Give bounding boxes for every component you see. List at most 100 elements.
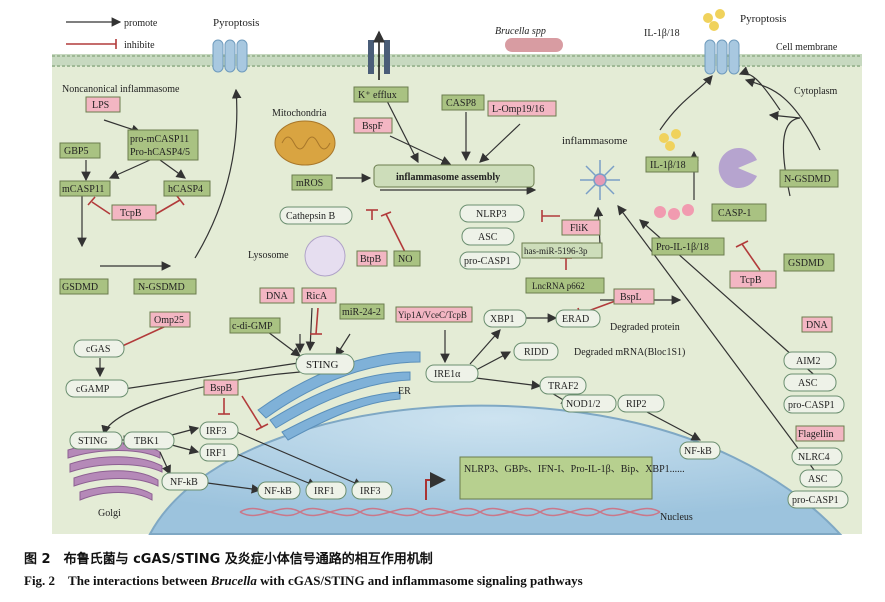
er-label: ER (398, 386, 411, 397)
rica-label: RicA (306, 291, 328, 302)
ngsdmd-right: N-GSDMD (784, 174, 831, 185)
tbk1-label: TBK1 (134, 436, 159, 447)
cathepsin-label: Cathepsin B (286, 211, 335, 222)
nod-label: NOD1/2 (566, 399, 600, 410)
irf1-nucleus: IRF1 (314, 486, 335, 497)
no-label: NO (398, 254, 412, 265)
lysosome-icon (304, 235, 346, 277)
nfkb-golgi: NF-kB (170, 477, 198, 488)
k-efflux-label: K⁺ efflux (358, 90, 397, 101)
casp1-icon (718, 148, 757, 188)
mitochondria-icon (274, 120, 336, 166)
sting-er-label: STING (306, 359, 338, 371)
gsdmd-left: GSDMD (62, 282, 98, 293)
inflammasome-icon (580, 160, 620, 200)
tcpb-left: TcpB (120, 208, 142, 219)
casp8-label: CASP8 (446, 98, 476, 109)
cell-membrane-label: Cell membrane (776, 42, 838, 53)
gbp5-label: GBP5 (64, 146, 88, 157)
nucleus-label: Nucleus (660, 512, 693, 523)
nfkb-er: NF-kB (684, 446, 712, 457)
bspb-label: BspB (210, 383, 233, 394)
pyroptosis-left: Pyroptosis (213, 17, 259, 29)
legend-inhibite: inhibite (124, 40, 155, 51)
lysosome-label: Lysosome (248, 250, 289, 261)
nucleus-genes: NLRP3、GBPs、IFN-I、Pro-IL-1β、Bip、XBP1.....… (464, 464, 685, 475)
yip-label: Yip1A/VceC/TcpB (398, 310, 467, 320)
golgi-structure (67, 442, 163, 501)
xbp1-label: XBP1 (490, 314, 514, 325)
nlrp3-label: NLRP3 (476, 209, 507, 220)
traf2-label: TRAF2 (548, 381, 579, 392)
lps-label: LPS (92, 100, 109, 111)
pathway-diagram: promote inhibite Pyroptosis Pyroptosis B… (52, 9, 862, 535)
cdigmp-label: c-di-GMP (232, 321, 273, 332)
assembly-label: inflammasome assembly (396, 172, 500, 183)
pyroptosis-right: Pyroptosis (740, 13, 786, 25)
mir24-label: miR-24-2 (342, 307, 381, 318)
dna-helix (239, 507, 661, 517)
mros-label: mROS (296, 178, 323, 189)
pro-casp-line1: pro-mCASP11 (130, 134, 189, 145)
il1b18-right: IL-1β/18 (650, 160, 686, 171)
gsdmd-right: GSDMD (788, 258, 824, 269)
bspf-label: BspF (362, 121, 384, 132)
caption-zh: 图 2 布鲁氏菌与 cGAS/STING 及炎症小体信号通路的相互作用机制 (24, 552, 433, 567)
inflammasome-label: inflammasome (562, 135, 627, 147)
cgamp-label: cGAMP (76, 384, 110, 395)
irf3-nucleus: IRF3 (360, 486, 381, 497)
mitochondria-label: Mitochondria (272, 108, 327, 119)
procasp1-label: pro-CASP1 (464, 256, 511, 267)
brucella-label: Brucella spp (495, 26, 546, 37)
nlrc4-label: NLRC4 (798, 452, 830, 463)
irf3-a: IRF3 (206, 426, 227, 437)
ridd-label: RIDD (524, 347, 548, 358)
lomp-label: L-Omp19/16 (492, 104, 544, 115)
rip2-label: RIP2 (626, 399, 647, 410)
pro-il-label: Pro-IL-1β/18 (656, 242, 709, 253)
casp1-label: CASP-1 (718, 208, 751, 219)
er-structure (257, 351, 421, 441)
degraded-protein: Degraded protein (610, 322, 680, 333)
oval-nodes (65, 204, 849, 509)
dna-right: DNA (806, 320, 828, 331)
boxes (59, 86, 845, 500)
bspl-label: BspL (620, 292, 642, 303)
ngsdmd-left: N-GSDMD (138, 282, 185, 293)
procasp1-right-2: pro-CASP1 (792, 495, 839, 506)
nfkb-nucleus: NF-kB (264, 486, 292, 497)
brucella-icon (505, 38, 563, 52)
gsdmd-pore-right (704, 39, 740, 75)
noncanonical-title: Noncanonical inflammasome (62, 84, 180, 95)
caption-en: Fig. 2 The interactions between Brucella… (24, 573, 583, 588)
btpb-label: BtpB (360, 254, 381, 265)
k-channel-icon (368, 30, 390, 80)
flagellin-label: Flagellin (798, 429, 834, 440)
irf1-a: IRF1 (206, 448, 227, 459)
ire1a-label: IRE1α (434, 369, 461, 380)
tcpb-right: TcpB (740, 275, 762, 286)
mir5196-label: has-miR-5196-3p (524, 246, 588, 256)
sting-golgi-label: STING (78, 436, 107, 447)
mcasp11-label: mCASP11 (62, 184, 104, 195)
asc-label: ASC (478, 232, 498, 243)
pro-casp-line2: Pro-hCASP4/5 (130, 147, 190, 158)
cell-membrane (52, 54, 862, 67)
il1b-dots (659, 9, 725, 151)
degraded-mrna: Degraded mRNA(Bloc1S1) (574, 347, 685, 358)
il1b18-top: IL-1β/18 (644, 28, 680, 39)
procasp1-right-1: pro-CASP1 (788, 400, 835, 411)
hcasp4-label: hCASP4 (168, 184, 203, 195)
cgas-label: cGAS (86, 344, 110, 355)
lncrna-label: LncRNA p662 (532, 281, 585, 291)
asc-right-1: ASC (798, 378, 818, 389)
golgi-label: Golgi (98, 508, 121, 519)
omp25-label: Omp25 (154, 315, 184, 326)
aim2-label: AIM2 (796, 356, 820, 367)
inhibit-lines (66, 39, 761, 431)
gsdmd-pore-left (212, 39, 248, 73)
flik-label: FliK (570, 223, 589, 234)
asc-right-2: ASC (808, 474, 828, 485)
pro-il-dots (654, 204, 694, 220)
